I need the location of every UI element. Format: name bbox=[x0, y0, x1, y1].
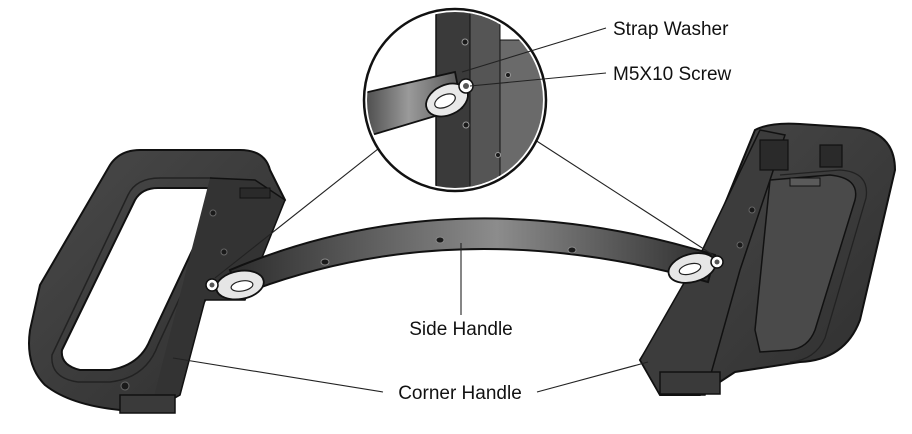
side-handle-label: Side Handle bbox=[409, 319, 513, 340]
strap-washer-leader bbox=[461, 27, 607, 73]
screw-label: M5X10 Screw bbox=[613, 64, 732, 85]
left-screw bbox=[205, 278, 219, 292]
corner-handle-leader-right bbox=[536, 361, 649, 393]
zoom-detail bbox=[362, 7, 548, 193]
right-screw bbox=[710, 255, 724, 269]
zoom-connector-right bbox=[531, 137, 714, 256]
zoom-connector-left bbox=[214, 144, 384, 279]
strap-washer-label: Strap Washer bbox=[613, 19, 729, 40]
left-strap-washer bbox=[215, 269, 265, 301]
right-strap-washer bbox=[667, 252, 717, 284]
corner-handle-label: Corner Handle bbox=[398, 383, 522, 404]
corner-handle-leader-left bbox=[172, 357, 384, 393]
left-corner-handle bbox=[28, 149, 287, 414]
screw-leader bbox=[469, 72, 607, 87]
side-handle-strap bbox=[228, 217, 717, 297]
